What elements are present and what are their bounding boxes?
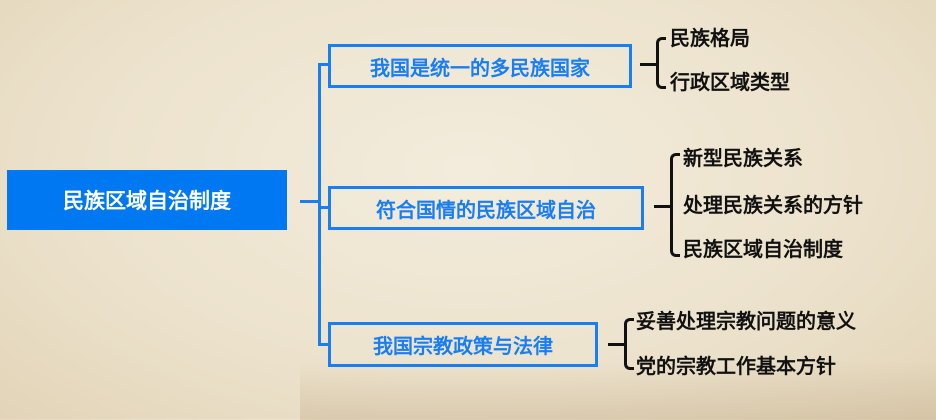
leaf-item: 党的宗教工作基本方针 xyxy=(636,354,836,378)
leaf-item: 行政区域类型 xyxy=(670,70,790,94)
branch-connector xyxy=(318,206,328,209)
branch-connector xyxy=(318,63,328,66)
branch-label: 我国是统一的多民族国家 xyxy=(370,55,590,80)
leaf-item: 新型民族关系 xyxy=(683,146,803,170)
leaf-item: 民族格局 xyxy=(670,26,750,50)
bracket xyxy=(670,153,680,257)
root-connector xyxy=(300,200,318,203)
branch-node-religion-policy: 我国宗教政策与法律 xyxy=(328,322,598,367)
leaf-item: 妥善处理宗教问题的意义 xyxy=(636,309,856,333)
trunk-line xyxy=(318,63,321,346)
leaf-item: 民族区域自治制度 xyxy=(683,237,843,261)
leaf-item: 处理民族关系的方针 xyxy=(683,193,863,217)
bracket xyxy=(624,318,634,370)
bracket-stem xyxy=(640,63,658,66)
bracket xyxy=(656,37,666,89)
branch-node-regional-autonomy: 符合国情的民族区域自治 xyxy=(328,186,644,230)
bracket-stem xyxy=(608,343,626,346)
branch-connector xyxy=(318,343,328,346)
branch-label: 我国宗教政策与法律 xyxy=(373,334,553,358)
root-label: 民族区域自治制度 xyxy=(63,189,231,213)
bracket-stem xyxy=(654,205,672,208)
root-node: 民族区域自治制度 xyxy=(7,170,287,230)
background-mountains xyxy=(300,360,936,420)
branch-node-unified-nation: 我国是统一的多民族国家 xyxy=(328,44,632,88)
branch-label: 符合国情的民族区域自治 xyxy=(376,197,596,222)
